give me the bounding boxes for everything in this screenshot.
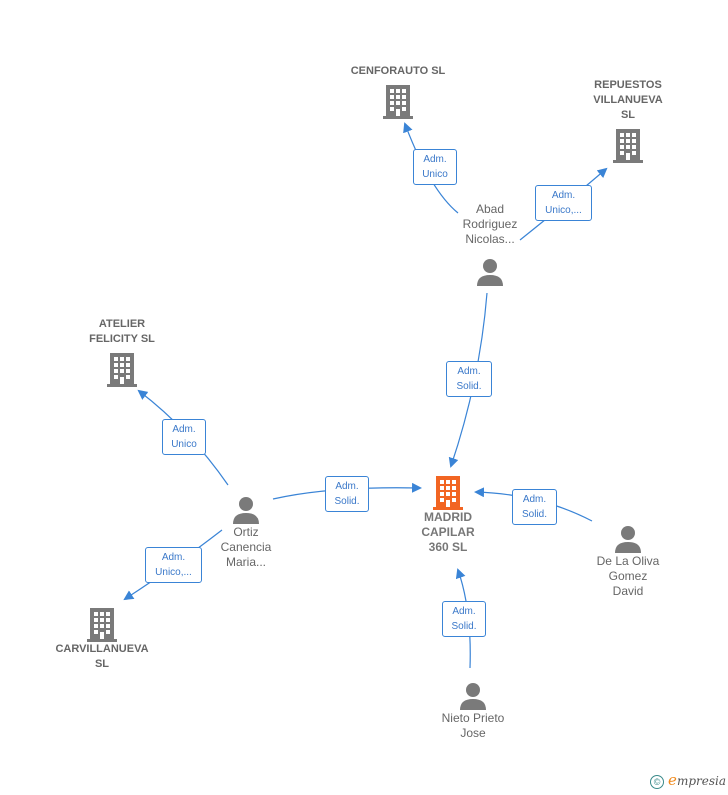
role-badge-abad-repuestos[interactable]: Adm. Unico,...: [535, 185, 592, 221]
building-icon: [383, 85, 413, 119]
company-repuestos-villanueva[interactable]: REPUESTOS VILLANUEVA SL: [580, 78, 676, 163]
person-abad-rodriguez[interactable]: Abad Rodriguez Nicolas...: [445, 202, 535, 287]
company-label: ATELIER FELICITY SL: [89, 318, 155, 345]
role-badge-ortiz-madrid[interactable]: Adm. Solid.: [325, 476, 369, 512]
company-madrid-capilar[interactable]: MADRID CAPILAR 360 SL: [400, 474, 496, 555]
person-icon: [477, 259, 503, 286]
person-ortiz-canencia[interactable]: Ortiz Canencia Maria...: [204, 495, 288, 570]
building-icon: [433, 476, 463, 510]
company-label: CENFORAUTO SL: [350, 65, 446, 77]
person-label: Nieto Prieto Jose: [441, 711, 505, 740]
person-de-la-oliva[interactable]: De La Oliva Gomez David: [583, 524, 673, 599]
brand-logo-text: mpresia: [676, 774, 726, 788]
person-label: Abad Rodriguez Nicolas...: [462, 202, 518, 246]
role-badge-ortiz-carvillanueva[interactable]: Adm. Unico,...: [145, 547, 202, 583]
person-icon: [233, 497, 259, 524]
role-badge-delaoliva-madrid[interactable]: Adm. Solid.: [512, 489, 557, 525]
company-atelier-felicity[interactable]: ATELIER FELICITY SL: [72, 317, 172, 387]
person-nieto-prieto[interactable]: Nieto Prieto Jose: [428, 681, 518, 741]
company-label: MADRID CAPILAR 360 SL: [421, 510, 475, 554]
person-icon: [460, 683, 486, 710]
company-label: CARVILLANUEVA SL: [55, 643, 149, 670]
role-badge-abad-cenforauto[interactable]: Adm. Unico: [413, 149, 457, 185]
company-carvillanueva[interactable]: CARVILLANUEVA SL: [44, 606, 160, 672]
building-icon: [87, 608, 117, 642]
copyright-footer: ©empresia: [650, 771, 726, 789]
role-badge-ortiz-atelier[interactable]: Adm. Unico: [162, 419, 206, 455]
person-label: Ortiz Canencia Maria...: [220, 525, 272, 569]
company-cenforauto[interactable]: CENFORAUTO SL: [340, 64, 456, 119]
person-icon: [615, 526, 641, 553]
role-badge-nieto-madrid[interactable]: Adm. Solid.: [442, 601, 486, 637]
building-icon: [613, 129, 643, 163]
company-label: REPUESTOS VILLANUEVA SL: [593, 79, 663, 121]
brand-logo-e: e: [668, 771, 677, 789]
person-label: De La Oliva Gomez David: [596, 554, 660, 598]
role-badge-abad-madrid[interactable]: Adm. Solid.: [446, 361, 492, 397]
building-icon: [107, 353, 137, 387]
copyright-icon: ©: [650, 774, 665, 789]
